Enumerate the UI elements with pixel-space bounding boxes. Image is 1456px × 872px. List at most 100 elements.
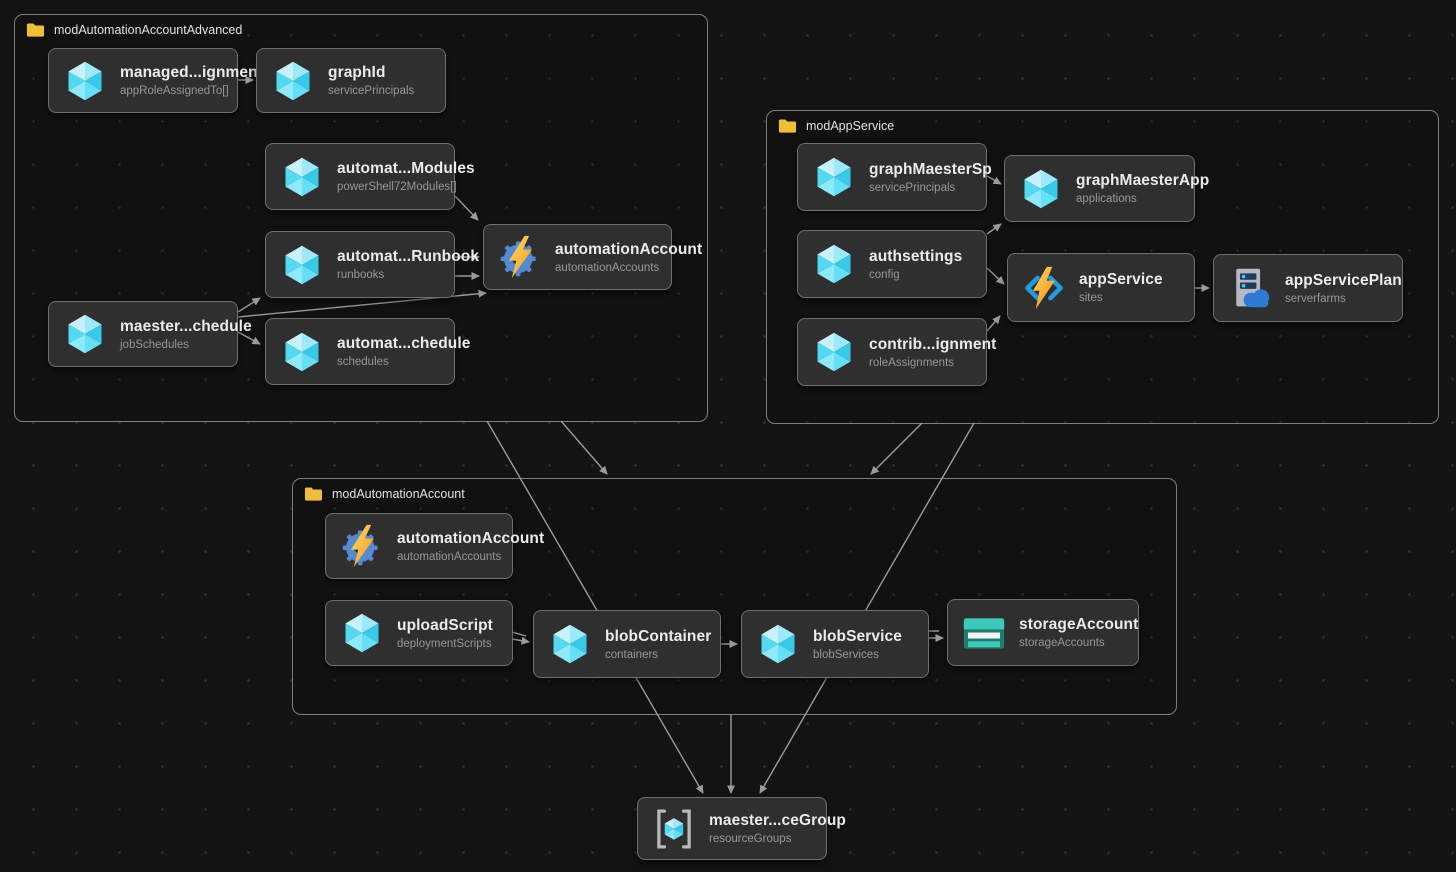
azure-cube-icon <box>280 330 324 374</box>
node-subtitle: runbooks <box>337 269 385 281</box>
node-text: automat...Modules powerShell72Modules[] <box>337 160 475 193</box>
node-text: uploadScript deploymentScripts <box>397 617 493 650</box>
node-text: authsettings config <box>869 248 962 281</box>
folder-icon <box>778 118 797 133</box>
node-subtitle: automationAccounts <box>555 261 660 274</box>
resource-node-automat-chedule[interactable]: automat...chedule schedules <box>265 318 470 385</box>
node-text: automationAccount automationAccounts <box>397 530 544 563</box>
node-title: graphMaesterApp <box>1076 172 1210 189</box>
folder-icon <box>26 22 45 37</box>
module-label: modAutomationAccount <box>332 486 465 501</box>
resource-node-graphMaesterApp[interactable]: graphMaesterApp applications <box>1004 155 1209 222</box>
resource-node-maester-ceGroup[interactable]: maester...ceGroup resourceGroups <box>637 797 846 860</box>
azure-cube-icon <box>280 243 324 287</box>
azure-cube-icon <box>63 59 107 103</box>
node-title: contrib...ignment <box>869 335 997 353</box>
node-title: appServicePlan <box>1285 271 1402 289</box>
node-text: managed...ignment appRoleAssignedTo[] <box>120 64 263 97</box>
resource-node-graphId[interactable]: graphId servicePrincipals <box>256 48 446 113</box>
node-title: managed...ignment <box>120 64 263 81</box>
node-title: automat...chedule <box>337 335 471 352</box>
resource-node-blobService[interactable]: blobService blobServices <box>741 610 929 678</box>
resource-node-automat-Runbook[interactable]: automat...Runbook runbooks <box>265 231 479 298</box>
azure-cube-icon <box>812 242 856 286</box>
node-subtitle: applications <box>1076 193 1137 205</box>
node-subtitle: roleAssignments <box>869 356 955 369</box>
node-text: graphMaesterSp servicePrincipals <box>869 161 992 194</box>
node-subtitle: config <box>869 268 900 281</box>
node-text: contrib...ignment roleAssignments <box>869 336 996 369</box>
module-label: modAutomationAccountAdvanced <box>54 22 243 37</box>
node-subtitle: automationAccounts <box>397 550 502 563</box>
node-title: appService <box>1079 271 1163 288</box>
node-subtitle: jobSchedules <box>120 338 190 351</box>
node-subtitle: sites <box>1079 292 1103 304</box>
node-title: graphMaesterSp <box>869 160 992 178</box>
node-title: automationAccount <box>555 240 703 258</box>
automation-account-icon <box>498 235 542 279</box>
node-text: graphMaesterApp applications <box>1076 172 1209 205</box>
app-service-plan-icon <box>1228 266 1272 310</box>
node-text: automat...Runbook runbooks <box>337 248 479 281</box>
resource-node-automationAccount[interactable]: automationAccount automationAccounts <box>325 513 544 579</box>
node-subtitle: powerShell72Modules[] <box>337 181 457 193</box>
azure-cube-icon <box>812 330 856 374</box>
resource-node-managed-ignment[interactable]: managed...ignment appRoleAssignedTo[] <box>48 48 263 113</box>
folder-icon <box>304 486 323 501</box>
node-text: maester...ceGroup resourceGroups <box>709 812 846 845</box>
node-title: automat...Modules <box>337 160 475 177</box>
node-title: automationAccount <box>397 529 545 547</box>
module-header: modAutomationAccount <box>293 479 1176 501</box>
node-title: authsettings <box>869 247 963 265</box>
resource-group-icon <box>652 807 696 851</box>
module-label: modAppService <box>806 118 895 133</box>
node-text: graphId servicePrincipals <box>328 64 414 97</box>
node-subtitle: servicePrincipals <box>328 85 415 97</box>
module-header: modAppService <box>767 111 1438 133</box>
node-text: automat...chedule schedules <box>337 335 470 368</box>
module-header: modAutomationAccountAdvanced <box>15 15 707 37</box>
resource-node-appService[interactable]: appService sites <box>1007 253 1195 322</box>
node-title: storageAccount <box>1019 616 1139 633</box>
node-subtitle: servicePrincipals <box>869 181 956 194</box>
node-title: blobContainer <box>605 627 712 645</box>
node-title: maester...ceGroup <box>709 812 846 829</box>
azure-cube-icon <box>271 59 315 103</box>
azure-cube-icon <box>63 312 107 356</box>
node-subtitle: appRoleAssignedTo[] <box>120 85 229 97</box>
node-title: automat...Runbook <box>337 248 480 265</box>
node-subtitle: schedules <box>337 356 389 368</box>
node-text: automationAccount automationAccounts <box>555 241 702 274</box>
azure-cube-icon <box>340 611 384 655</box>
node-subtitle: resourceGroups <box>709 833 792 845</box>
azure-cube-icon <box>548 622 592 666</box>
storage-account-icon <box>962 611 1006 655</box>
node-text: blobService blobServices <box>813 628 902 661</box>
resource-node-maester-chedule[interactable]: maester...chedule jobSchedules <box>48 301 252 367</box>
node-text: appService sites <box>1079 271 1163 304</box>
resource-node-uploadScript[interactable]: uploadScript deploymentScripts <box>325 600 513 666</box>
automation-account-icon <box>340 524 384 568</box>
node-title: uploadScript <box>397 616 493 634</box>
resource-node-graphMaesterSp[interactable]: graphMaesterSp servicePrincipals <box>797 143 992 211</box>
resource-node-contrib-ignment[interactable]: contrib...ignment roleAssignments <box>797 318 996 386</box>
node-subtitle: blobServices <box>813 648 879 661</box>
node-text: maester...chedule jobSchedules <box>120 318 252 351</box>
node-title: graphId <box>328 64 386 81</box>
node-title: blobService <box>813 627 902 645</box>
azure-cube-icon <box>280 155 324 199</box>
azure-cube-icon <box>1019 167 1063 211</box>
resource-node-automationAccount[interactable]: automationAccount automationAccounts <box>483 224 702 290</box>
resource-node-authsettings[interactable]: authsettings config <box>797 230 987 298</box>
app-service-icon <box>1022 266 1066 310</box>
resource-node-automat-Modules[interactable]: automat...Modules powerShell72Modules[] <box>265 143 475 210</box>
node-title: maester...chedule <box>120 317 252 335</box>
node-subtitle: deploymentScripts <box>397 637 492 650</box>
